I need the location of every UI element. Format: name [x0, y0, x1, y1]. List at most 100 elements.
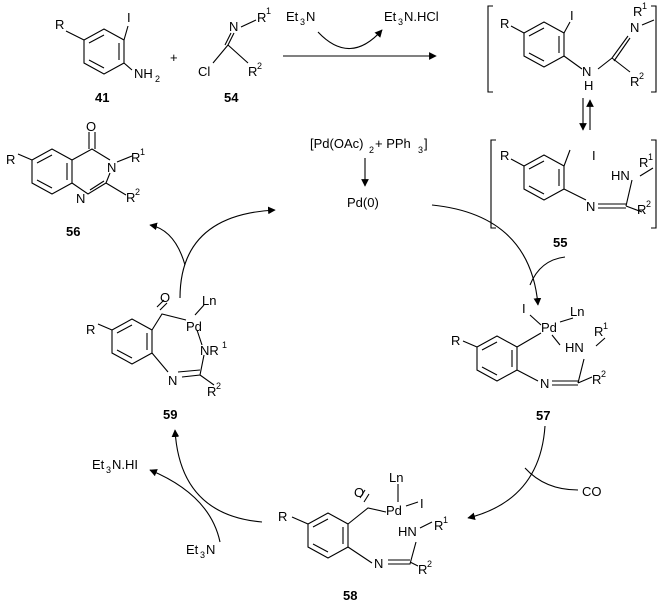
- palladium-zero: Pd(0): [347, 195, 379, 210]
- atom-R: R: [55, 17, 64, 32]
- superscript-2: 2: [639, 71, 644, 81]
- atom-HN: HN: [565, 340, 584, 355]
- atom-R2: R: [637, 202, 646, 217]
- atom-O: O: [354, 485, 364, 500]
- compound-55-structure: R I N HN R 1 R 2 55: [490, 139, 657, 250]
- byproduct-hi: N.HI: [112, 457, 138, 472]
- compound-label-41: 41: [95, 90, 109, 105]
- atom-R: R: [500, 16, 509, 31]
- atom-R2: R: [592, 372, 601, 387]
- subscript-3: 3: [106, 465, 111, 475]
- superscript-2: 2: [646, 199, 651, 209]
- superscript-2: 2: [135, 187, 140, 197]
- catalyst-pdoac: [Pd(OAc): [310, 136, 363, 151]
- compound-54-structure: N R 1 Cl R 2 54: [198, 6, 271, 105]
- subscript-2: 2: [155, 74, 160, 84]
- atom-R1: R: [594, 324, 603, 339]
- compound-label-56: 56: [66, 224, 80, 239]
- subscript-3: 3: [398, 17, 403, 27]
- plus-sign: +: [170, 50, 178, 65]
- co-entry-curve: [524, 467, 579, 491]
- atom-N: N: [582, 64, 591, 79]
- subscript-3: 3: [300, 17, 305, 27]
- byproduct-et: Et: [384, 9, 397, 24]
- superscript-1: 1: [648, 152, 653, 162]
- atom-I: I: [570, 8, 574, 23]
- atom-Pd: Pd: [186, 319, 202, 334]
- atom-NR: NR: [200, 343, 219, 358]
- atom-O: O: [160, 290, 170, 305]
- atom-R: R: [500, 148, 509, 163]
- atom-I: I: [592, 148, 596, 163]
- atom-I: I: [522, 301, 526, 316]
- superscript-2: 2: [257, 61, 262, 71]
- atom-N: N: [630, 20, 639, 35]
- catalyst-bracket: ]: [424, 136, 428, 151]
- atom-N: N: [107, 160, 116, 175]
- atom-HN: HN: [611, 168, 630, 183]
- atom-R1: R: [434, 518, 443, 533]
- atom-N: N: [540, 376, 549, 391]
- reductive-elimination-arrow: [179, 206, 276, 299]
- atom-I: I: [127, 10, 131, 25]
- hi-elimination-arrow: [149, 469, 221, 543]
- atom-Ln: Ln: [202, 293, 216, 308]
- base-N: N: [206, 542, 215, 557]
- compound-label-54: 54: [224, 90, 239, 105]
- co-insertion-arrow: [467, 425, 546, 521]
- atom-H: H: [584, 78, 593, 93]
- reagent-N: N: [306, 9, 315, 24]
- amidine-formation-step: Et 3 N Et 3 N.HCl: [283, 9, 439, 60]
- product-release-arrow: [149, 222, 186, 266]
- superscript-1: 1: [222, 340, 227, 350]
- superscript-2: 2: [601, 369, 606, 379]
- atom-R1: R: [257, 10, 266, 25]
- superscript-2: 2: [427, 559, 432, 569]
- byproduct-hcl: N.HCl: [404, 9, 439, 24]
- amidine-tautomer-1-structure: R I N H N R 1 R 2: [487, 1, 657, 93]
- superscript-1: 1: [443, 515, 448, 525]
- compound-57-structure: R I Pd Ln HN R 1 N R 2 57: [451, 301, 608, 423]
- compound-label-58: 58: [343, 588, 357, 603]
- atom-Pd: Pd: [541, 320, 557, 335]
- catalytic-cycle-arrows: CO Et 3 N.HI Et 3 N: [92, 204, 602, 560]
- superscript-2: 2: [216, 381, 221, 391]
- atom-HN: HN: [398, 524, 417, 539]
- byproduct-et: Et: [92, 457, 105, 472]
- oxidative-addition-arrow: [431, 204, 542, 306]
- compound-58-structure: R O Pd Ln I HN R 1 N R 2 58: [278, 470, 448, 603]
- atom-Ln: Ln: [389, 470, 403, 485]
- superscript-1: 1: [642, 1, 647, 11]
- superscript-1: 1: [266, 6, 271, 16]
- subscript-3: 3: [418, 145, 423, 155]
- atom-O: O: [86, 119, 96, 134]
- atom-Pd: Pd: [386, 503, 402, 518]
- atom-R: R: [451, 333, 460, 348]
- atom-R: R: [278, 509, 287, 524]
- atom-R2: R: [126, 190, 135, 205]
- atom-R: R: [6, 152, 15, 167]
- atom-R1: R: [633, 4, 642, 19]
- subscript-3: 3: [200, 550, 205, 560]
- atom-R1: R: [131, 150, 140, 165]
- atom-N: N: [229, 19, 238, 34]
- atom-N: N: [586, 199, 595, 214]
- atom-R2: R: [418, 562, 427, 577]
- compound-59-structure: R O Pd Ln NR 1 N R 2 59: [86, 290, 227, 422]
- compound-41-structure: R I NH 2 41: [55, 10, 160, 105]
- carbon-monoxide: CO: [582, 484, 602, 499]
- compound-56-structure: R O N N R 1 R 2 56: [6, 119, 145, 239]
- compound-label-59: 59: [163, 407, 177, 422]
- atom-N: N: [76, 191, 85, 206]
- compound-label-57: 57: [536, 408, 550, 423]
- atom-Ln: Ln: [570, 304, 584, 319]
- atom-N: N: [374, 556, 383, 571]
- atom-NH2: NH: [134, 66, 153, 81]
- atom-I: I: [420, 496, 424, 511]
- atom-R2: R: [207, 384, 216, 399]
- base-mediated-cyclization-arrow: [171, 429, 263, 523]
- superscript-1: 1: [603, 321, 608, 331]
- atom-R1: R: [639, 155, 648, 170]
